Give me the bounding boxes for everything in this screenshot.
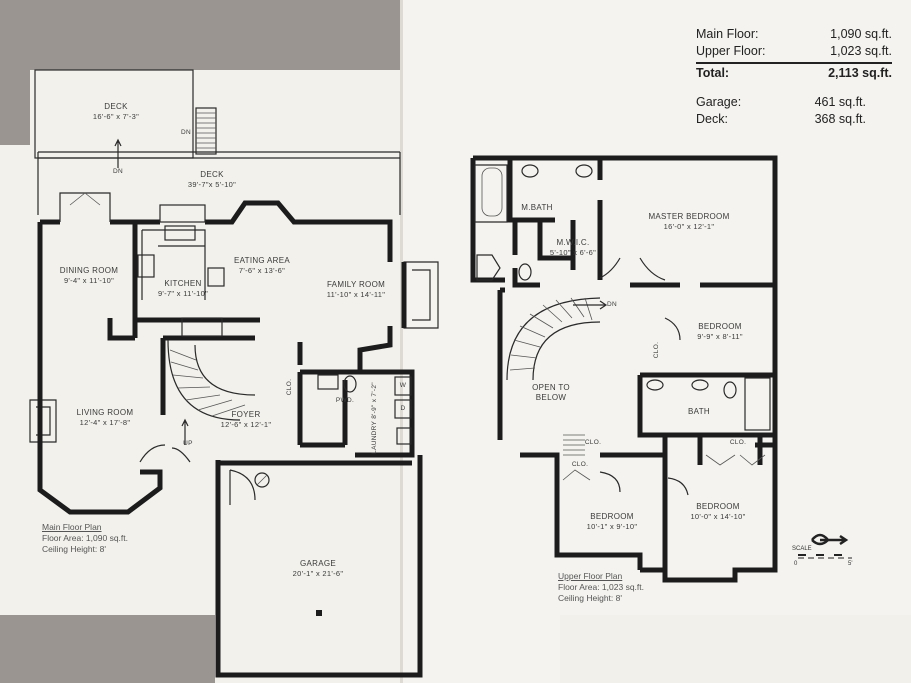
paper-sheet bbox=[560, 615, 911, 683]
dining-bay-window bbox=[59, 192, 111, 222]
label-down: DN bbox=[181, 129, 191, 136]
curved-stair bbox=[506, 297, 601, 381]
tub-basin bbox=[481, 167, 503, 217]
main-floor-caption: Main Floor Plan Floor Area: 1,090 sq.ft.… bbox=[42, 522, 128, 554]
label-dryer: D bbox=[400, 405, 406, 412]
label-down: DN bbox=[607, 301, 617, 308]
stair-treads bbox=[169, 349, 246, 417]
label-powder-room: PWD. bbox=[335, 397, 355, 404]
scale-label: SCALE bbox=[792, 546, 812, 552]
bedroom-door bbox=[667, 477, 689, 496]
toilet-icon bbox=[518, 263, 532, 281]
label-closet: CLO. bbox=[653, 341, 660, 359]
label-down: DN bbox=[113, 168, 123, 175]
area-summary-table: Main Floor: 1,090 sq.ft. Upper Floor: 1,… bbox=[696, 26, 892, 128]
bathtub-icon bbox=[474, 164, 508, 223]
scale-bar: SCALE 0 5' bbox=[790, 528, 860, 573]
scale-five: 5' bbox=[848, 561, 853, 567]
fireplace-icon bbox=[403, 261, 439, 329]
water-heater-icon bbox=[254, 472, 270, 488]
bedroom-door bbox=[664, 317, 681, 341]
deck-stairs bbox=[195, 107, 217, 155]
area-row-total: Total: 2,113 sq.ft. bbox=[696, 62, 892, 82]
room-label-master-bath: M.BATH bbox=[521, 203, 553, 212]
label-closet: CLO. bbox=[286, 378, 293, 396]
dryer-icon bbox=[394, 399, 412, 419]
upper-floor-interior-walls bbox=[507, 160, 775, 570]
upper-floor-exterior-wall bbox=[470, 155, 778, 583]
front-door bbox=[139, 444, 191, 463]
sink-icon bbox=[575, 164, 593, 178]
kitchen-window bbox=[159, 204, 206, 223]
label-washer: W bbox=[399, 382, 407, 389]
fireplace-icon bbox=[29, 399, 57, 443]
label-closet: CLO. bbox=[571, 461, 589, 468]
stair-treads bbox=[509, 297, 593, 371]
sink-icon bbox=[164, 225, 196, 241]
paper-fold bbox=[400, 0, 403, 683]
area-row-upper-floor: Upper Floor: 1,023 sq.ft. bbox=[696, 44, 892, 58]
sink-icon bbox=[317, 374, 339, 390]
hatch-pattern bbox=[563, 434, 585, 456]
room-label-mwic: M.W.I.C.5'-10" x 6'-6" bbox=[549, 238, 597, 257]
bathtub-icon bbox=[744, 377, 771, 431]
garage-door-swing bbox=[229, 469, 256, 505]
laundry-sink-icon bbox=[396, 427, 412, 445]
room-label-bath: BATH bbox=[688, 407, 710, 416]
curved-stair bbox=[167, 339, 256, 421]
dn-arrow bbox=[573, 300, 608, 310]
room-label-open-to-below: OPEN TO BELOW bbox=[532, 383, 570, 402]
shower-icon bbox=[476, 254, 501, 281]
washer-icon bbox=[394, 376, 412, 396]
area-row-garage: Garage: 461 sq.ft. bbox=[696, 95, 866, 109]
dn-arrow bbox=[114, 138, 122, 168]
sink-icon bbox=[646, 379, 664, 391]
lower-deck-outline bbox=[37, 152, 401, 215]
label-laundry: LAUNDRY 8'-9" x 7'-2" bbox=[371, 382, 378, 454]
label-up: UP bbox=[183, 440, 193, 447]
master-double-door bbox=[599, 257, 666, 281]
bedroom-door bbox=[599, 471, 621, 493]
water-heater-slash bbox=[256, 474, 268, 486]
island-counter bbox=[181, 317, 223, 337]
toilet-icon bbox=[723, 381, 737, 399]
floor-drain-icon bbox=[316, 610, 322, 616]
north-arrow-icon bbox=[798, 533, 852, 559]
fridge-icon bbox=[207, 267, 225, 287]
upper-floor-caption: Upper Floor Plan Floor Area: 1,023 sq.ft… bbox=[558, 571, 644, 603]
closet-doors bbox=[705, 454, 766, 466]
kitchen-counter bbox=[141, 229, 206, 300]
french-door bbox=[69, 192, 101, 206]
stove-icon bbox=[137, 254, 155, 278]
label-closet: CLO. bbox=[729, 439, 747, 446]
sink-icon bbox=[521, 164, 539, 178]
area-row-main-floor: Main Floor: 1,090 sq.ft. bbox=[696, 27, 892, 41]
scale-zero: 0 bbox=[794, 561, 798, 567]
up-arrow bbox=[181, 418, 189, 445]
toilet-icon bbox=[343, 375, 357, 393]
closet-doors bbox=[562, 469, 591, 481]
label-closet: CLO. bbox=[584, 439, 602, 446]
sink-icon bbox=[691, 379, 709, 391]
main-floor-interior-walls bbox=[107, 222, 360, 448]
area-row-deck: Deck: 368 sq.ft. bbox=[696, 112, 866, 126]
